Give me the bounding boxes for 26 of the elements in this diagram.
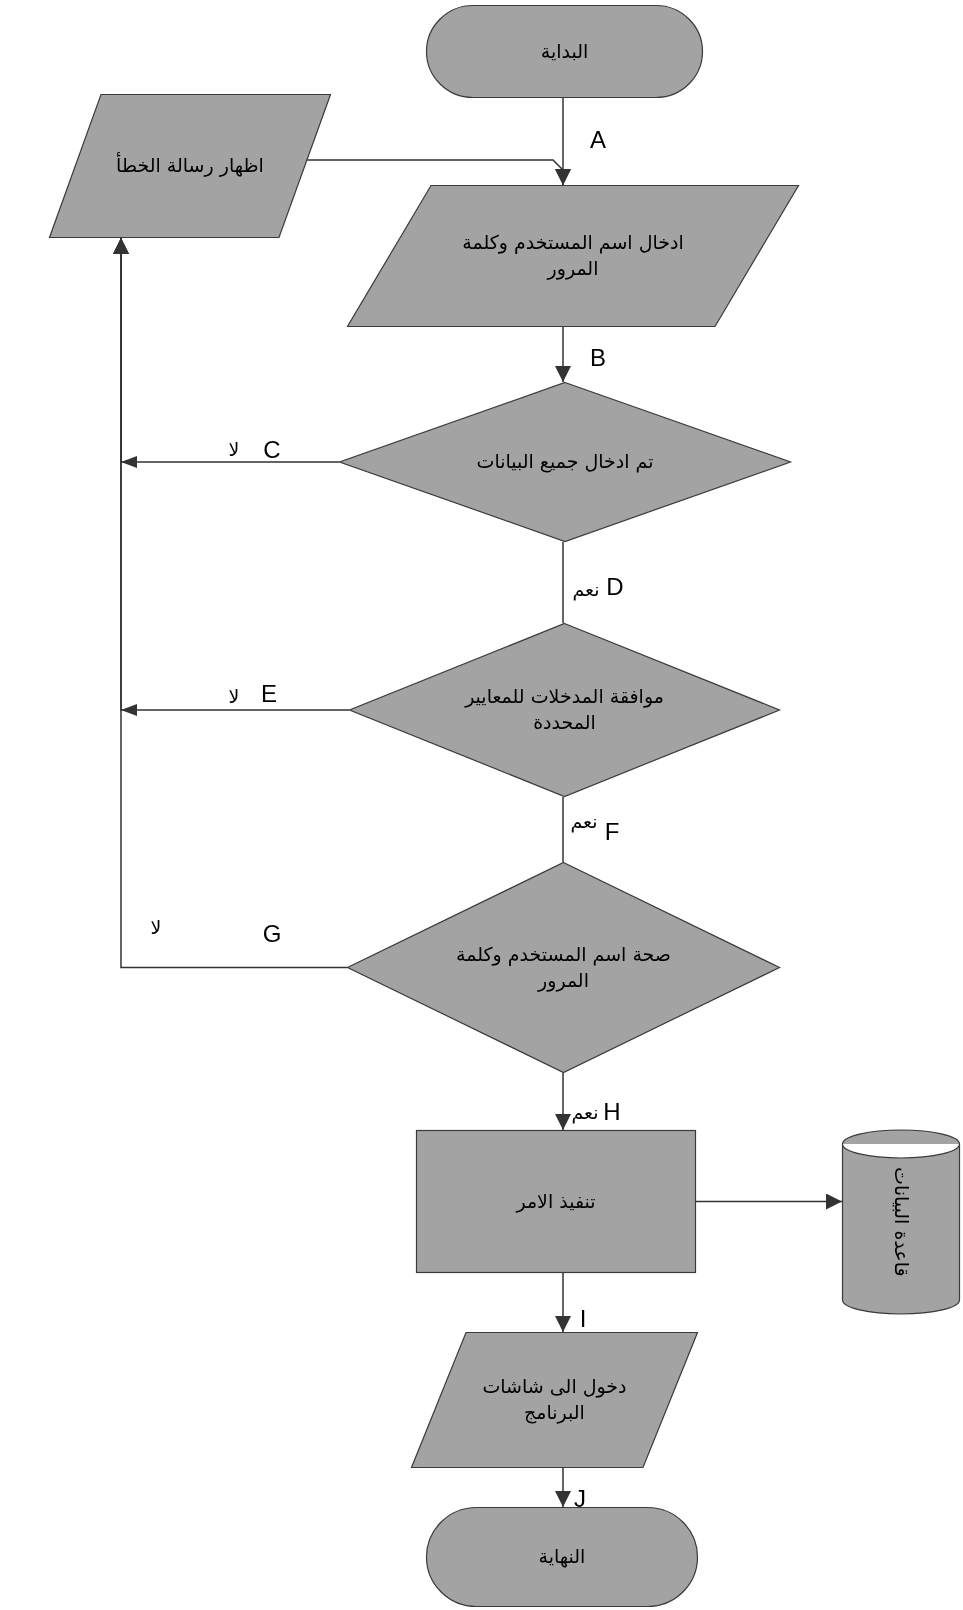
- edge-label: B: [590, 344, 606, 372]
- branch-label: نعم: [570, 810, 598, 832]
- node-text: تنفيذ الامر: [514, 1188, 597, 1215]
- node-text: تم ادخال جميع البيانات: [475, 449, 655, 475]
- node-text: اظهار رسالة الخطأ: [115, 153, 265, 179]
- edge-label: D: [606, 573, 624, 601]
- edge-label: I: [579, 1305, 587, 1333]
- node-text: قاعدة البيانات: [889, 1166, 914, 1279]
- edge-label: C: [263, 436, 281, 464]
- node-text: دخول الى شاشات البرنامج: [481, 1374, 628, 1426]
- edge-label: J: [574, 1485, 586, 1513]
- node-text: صحة اسم المستخدم وكلمة المرور: [455, 941, 672, 994]
- edge-label: A: [590, 126, 606, 154]
- node-text: موافقة المدخلات للمعايير المحددة: [463, 684, 665, 735]
- branch-label: لا: [150, 916, 162, 938]
- edge-label: F: [604, 818, 620, 846]
- node-text: البداية: [539, 38, 590, 64]
- edge-label: H: [603, 1098, 621, 1126]
- branch-label: لا: [228, 438, 240, 460]
- branch-label: لا: [228, 685, 240, 707]
- branch-label: نعم: [571, 1101, 599, 1123]
- node-text: ادخال اسم المستخدم وكلمة المرور: [461, 230, 685, 282]
- edge-label: E: [261, 680, 277, 708]
- node-text: النهاية: [537, 1544, 587, 1570]
- edge-label: G: [262, 920, 282, 948]
- branch-label: نعم: [572, 578, 600, 600]
